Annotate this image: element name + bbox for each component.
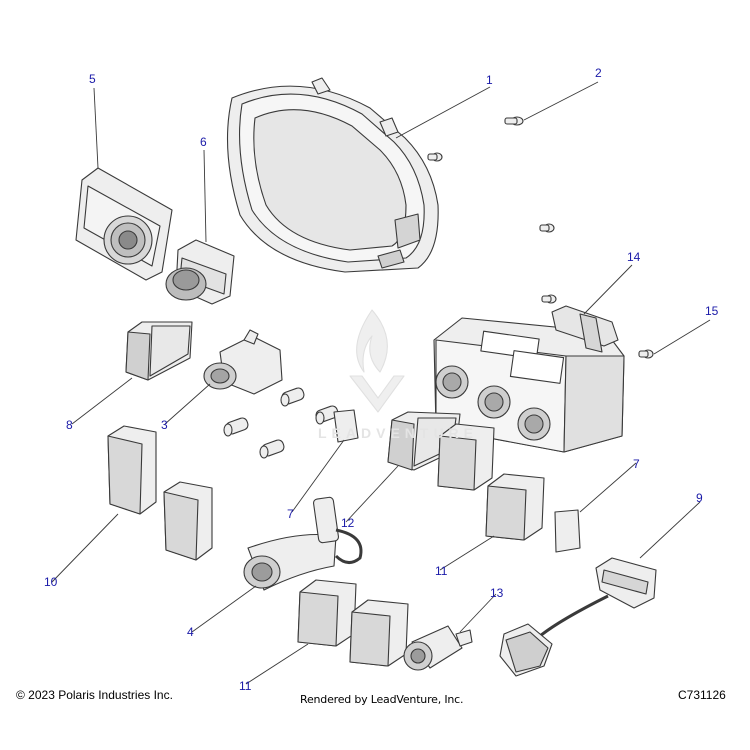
callout-7-right: 7	[633, 457, 640, 471]
copyright-text: © 2023 Polaris Industries Inc.	[16, 688, 173, 702]
callout-4: 4	[187, 625, 194, 639]
callout-12: 12	[341, 516, 355, 530]
callout-8: 8	[66, 418, 73, 432]
rocker-switch	[125, 321, 193, 381]
switch-modules	[297, 423, 545, 667]
usb-outlet	[403, 625, 473, 671]
rendered-by-text: Rendered by LeadVenture, Inc.	[300, 693, 464, 706]
callout-6: 6	[200, 135, 207, 149]
callout-11-right: 11	[435, 564, 448, 578]
watermark-text: LEADVENTURE	[318, 425, 479, 441]
callout-14: 14	[627, 250, 641, 264]
callout-5: 5	[89, 72, 96, 86]
power-outlet	[243, 496, 363, 591]
callout-2: 2	[595, 66, 602, 80]
callout-11-bottom: 11	[239, 679, 252, 693]
rocker-switches-10	[107, 425, 213, 561]
climate-control-panel	[433, 305, 625, 453]
callout-10: 10	[44, 575, 58, 589]
diagram-code: C731126	[678, 688, 726, 702]
callout-3: 3	[161, 418, 168, 432]
instrument-cluster	[226, 77, 439, 273]
callout-1: 1	[486, 73, 493, 87]
callout-9: 9	[696, 491, 703, 505]
screw-parts	[427, 116, 654, 359]
rotary-switch	[165, 239, 235, 305]
wire-harness	[499, 557, 657, 677]
callout-13: 13	[490, 586, 504, 600]
callout-7-left: 7	[287, 507, 294, 521]
ignition-switch	[203, 329, 283, 395]
callout-15: 15	[705, 304, 719, 318]
watermark-logo	[349, 309, 405, 413]
blank-plugs	[333, 409, 581, 553]
switch-plugs	[223, 387, 339, 459]
gauge-module	[75, 167, 173, 281]
